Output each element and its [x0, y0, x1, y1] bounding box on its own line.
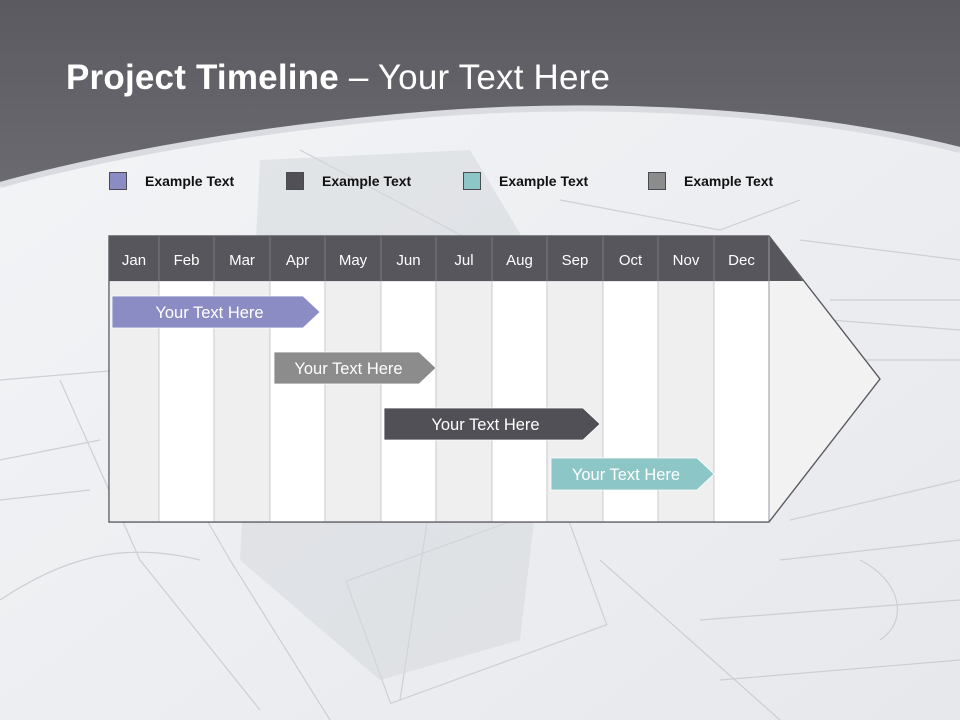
- legend-label: Example Text: [322, 173, 412, 189]
- month-label: Feb: [174, 252, 200, 269]
- month-label: Jun: [396, 252, 420, 269]
- month-column: [435, 280, 493, 523]
- legend-swatch: [648, 172, 666, 190]
- title-rest: – Your Text Here: [338, 58, 611, 97]
- legend-label: Example Text: [145, 173, 235, 189]
- month-label: Nov: [673, 252, 700, 269]
- month-column: [491, 280, 548, 523]
- legend-item: Example Text: [463, 170, 588, 192]
- month-label: Dec: [728, 252, 755, 269]
- month-label: Apr: [286, 252, 309, 269]
- task-bar: [111, 295, 321, 329]
- task-bar: [273, 351, 437, 385]
- timeline-arrow-outline: [108, 235, 881, 523]
- legend-swatch: [463, 172, 481, 190]
- month-column: [324, 280, 382, 523]
- task-bar: [550, 457, 715, 491]
- legend-item: Example Text: [286, 170, 411, 192]
- task-label: Your Text Here: [155, 304, 263, 322]
- month-label: Jul: [454, 252, 473, 269]
- legend-item: Example Text: [648, 170, 773, 192]
- month-label: Mar: [229, 252, 255, 269]
- task-label: Your Text Here: [572, 466, 680, 484]
- task-label: Your Text Here: [294, 360, 402, 378]
- legend-label: Example Text: [684, 173, 774, 189]
- slide-title: Project Timeline – Your Text Here: [66, 58, 610, 98]
- legend-item: Example Text: [109, 170, 234, 192]
- task-bar: [383, 407, 601, 441]
- legend-label: Example Text: [499, 173, 589, 189]
- task-label: Your Text Here: [431, 416, 539, 434]
- month-column: [713, 280, 770, 523]
- month-label: May: [339, 252, 368, 269]
- month-label: Oct: [619, 252, 643, 269]
- month-label: Sep: [562, 252, 589, 269]
- month-label: Aug: [506, 252, 533, 269]
- month-header-band: [109, 236, 803, 281]
- title-bold: Project Timeline: [66, 58, 339, 97]
- legend-swatch: [109, 172, 127, 190]
- month-column: [380, 280, 437, 523]
- month-label: Jan: [122, 252, 146, 269]
- legend-swatch: [286, 172, 304, 190]
